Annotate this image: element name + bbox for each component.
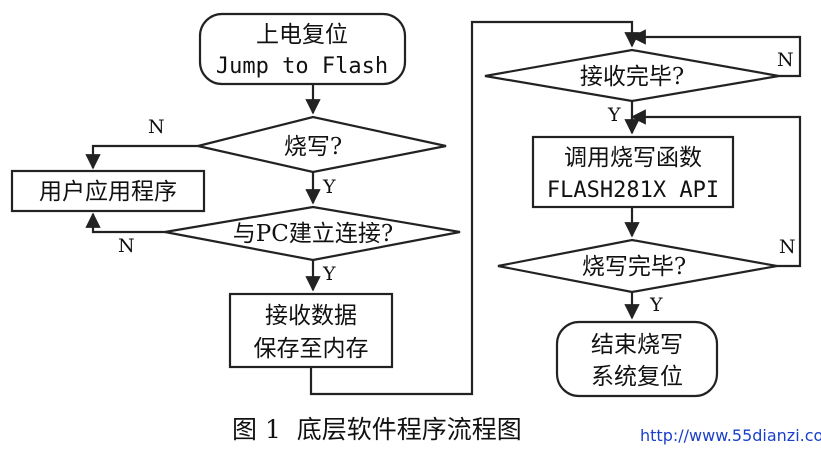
burn-decision-diamond xyxy=(197,115,447,174)
end-terminator xyxy=(555,320,719,398)
arrow-to-receive-done xyxy=(309,20,640,396)
arrow-connect-no xyxy=(85,212,165,234)
start-terminator xyxy=(198,12,407,86)
burn-decision-label: 烧写? xyxy=(284,134,342,160)
connect-yes-label: Y xyxy=(322,263,336,285)
watermark: http://www.55dianzi.com xyxy=(640,426,821,445)
end-label-1: 结束烧写 xyxy=(591,332,683,358)
end-label-2: 系统复位 xyxy=(591,364,683,390)
receive-done-yes-label: Y xyxy=(607,104,621,126)
burn-done-no-label: N xyxy=(779,236,796,258)
receive-done-label: 接收完毕? xyxy=(580,64,684,90)
burn-yes-label: Y xyxy=(322,176,336,198)
figure-caption: 图 1 底层软件程序流程图 xyxy=(232,415,522,444)
arrow-burn-no xyxy=(85,144,198,170)
connect-no-label: N xyxy=(118,235,135,257)
arrow-receive-done-no xyxy=(630,29,802,78)
connect-pc-label: 与PC建立连接? xyxy=(233,221,393,247)
burn-no-label: N xyxy=(148,116,165,138)
arrow-burn-done-no xyxy=(630,109,802,268)
receive-data-label-1: 接收数据 xyxy=(265,303,357,329)
receive-data-box xyxy=(228,292,394,369)
connect-pc-diamond xyxy=(164,205,461,262)
burn-done-yes-label: Y xyxy=(649,294,663,316)
start-label-1: 上电复位 xyxy=(256,22,348,48)
call-burn-box xyxy=(531,135,735,209)
burn-done-label: 烧写完毕? xyxy=(582,254,686,280)
call-burn-label-1: 调用烧写函数 xyxy=(564,145,702,171)
start-label-2: Jump to Flash xyxy=(216,54,388,79)
receive-done-no-label: N xyxy=(777,49,794,71)
user-app-label: 用户应用程序 xyxy=(39,179,177,205)
receive-data-label-2: 保存至内存 xyxy=(254,336,369,362)
user-app-box xyxy=(10,169,206,213)
call-burn-label-2: FLASH281X API xyxy=(547,178,719,203)
